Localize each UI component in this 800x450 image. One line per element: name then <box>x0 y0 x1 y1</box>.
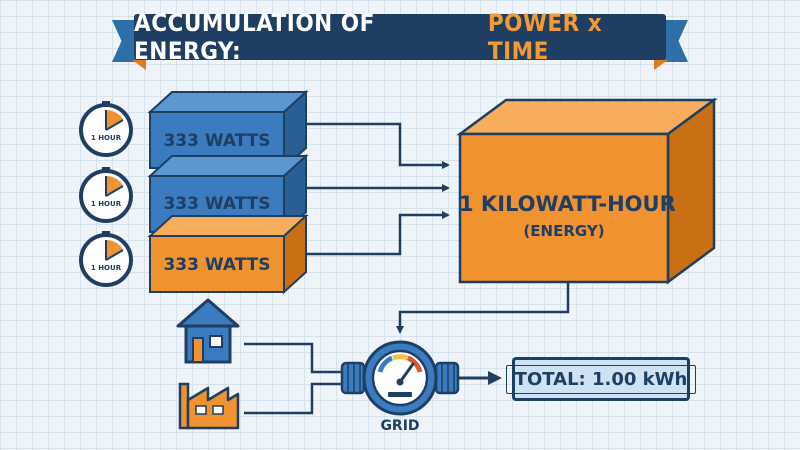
title-banner: ACCUMULATION OF ENERGY: POWER x TIME <box>134 9 666 65</box>
connector-house <box>244 342 348 374</box>
clock-icon <box>79 231 133 287</box>
grid-label: GRID <box>380 418 420 434</box>
connector-energy-to-grid <box>396 282 570 334</box>
total-label: TOTAL: 1.00 kWh <box>505 364 697 394</box>
house-icon <box>176 298 240 364</box>
title-highlight: POWER x TIME <box>487 9 603 65</box>
connector-bottom <box>306 211 450 256</box>
energy-sublabel: (ENERGY) <box>523 222 605 240</box>
clock-label-3: 1 HOUR <box>90 264 122 272</box>
source-label-1: 333 WATTS <box>163 131 271 151</box>
source-label-3: 333 WATTS <box>163 255 271 275</box>
gauge-icon <box>340 340 460 416</box>
source-label-2: 333 WATTS <box>163 194 271 214</box>
factory-icon <box>178 382 240 430</box>
consumer-connectors <box>244 342 348 415</box>
title-banner-left-fold <box>132 60 146 70</box>
clock-icon <box>79 167 133 223</box>
title-banner-right-fold <box>654 60 668 70</box>
connector-factory <box>244 382 348 415</box>
total-display: TOTAL: 1.00 kWh <box>505 357 697 401</box>
clock-label-2: 1 HOUR <box>90 200 122 208</box>
energy-cube <box>456 97 718 285</box>
clock-label-1: 1 HOUR <box>90 134 122 142</box>
energy-label: 1 KILOWATT-HOUR <box>459 192 676 216</box>
connector-top <box>306 122 450 169</box>
source-block-3 <box>147 213 309 295</box>
title-main: ACCUMULATION OF ENERGY: <box>134 9 375 65</box>
clock-icon <box>79 101 133 157</box>
source-connectors <box>306 122 450 256</box>
